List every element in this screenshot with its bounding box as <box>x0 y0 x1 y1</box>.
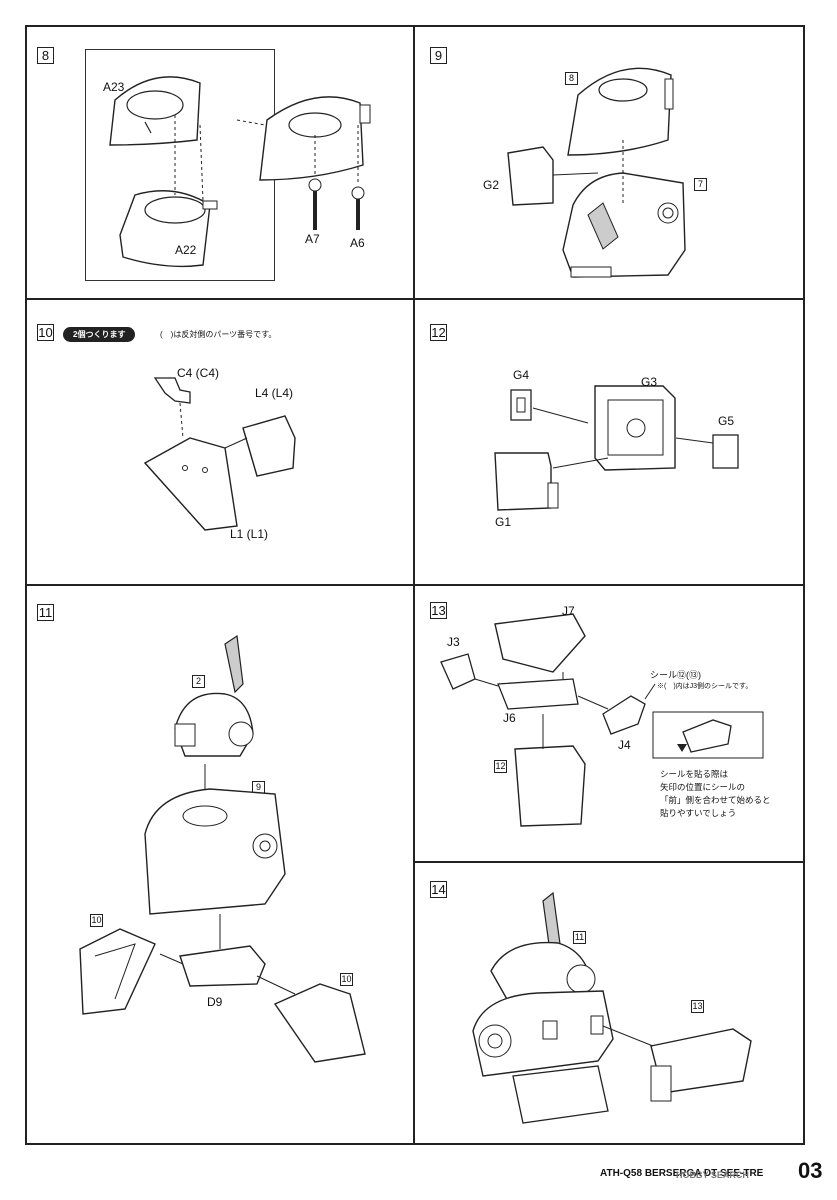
part-label: D9 <box>207 995 223 1009</box>
watermark: HOBBY SEARCH <box>676 1170 749 1180</box>
ref-step-10: 10 <box>90 914 103 927</box>
quantity-badge: 2個つくります <box>63 327 136 342</box>
step-14-illustration <box>472 891 752 1124</box>
step-13-panel: 13 12 J7 J3 J6 J4 シール⑫(⑬) ※( )内はJ3側のシールで… <box>413 584 805 861</box>
step-8-panel: 8 A23 A22 A7 A6 <box>25 25 413 298</box>
step-9-panel: 9 8 7 G2 <box>413 25 805 298</box>
part-label: G4 <box>513 368 530 382</box>
part-label: A23 <box>103 80 125 94</box>
part-label: J7 <box>562 604 575 618</box>
step-9-illustration <box>507 67 686 278</box>
ref-step-10: 10 <box>340 973 353 986</box>
ref-step-2: 2 <box>192 675 205 688</box>
step-14-panel: 14 11 13 <box>413 861 805 1145</box>
step-number: 13 <box>430 602 447 619</box>
part-label: L1 (L1) <box>230 527 269 541</box>
step-number: 14 <box>430 881 447 898</box>
step-number: 9 <box>430 47 447 64</box>
grid-divider <box>25 584 805 586</box>
step-number: 11 <box>37 604 54 621</box>
part-label: L4 (L4) <box>255 386 294 400</box>
step-13-illustration <box>440 613 764 827</box>
ref-step-7: 7 <box>694 178 707 191</box>
step-10-illustration <box>143 377 296 531</box>
ref-step-8: 8 <box>565 72 578 85</box>
grid-divider <box>413 861 805 863</box>
seal-tip-text: シールを貼る際は 矢印の位置にシールの 「前」側を合わせて始めると 貼りやすいで… <box>660 769 771 818</box>
step-number: 8 <box>37 47 54 64</box>
part-label: C4 (C4) <box>177 366 220 380</box>
part-label: J4 <box>618 738 631 752</box>
step-12-panel: 12 G4 G3 G5 G1 <box>413 298 805 584</box>
step-11-panel: 11 2 9 10 10 D9 <box>25 584 413 1145</box>
part-label: A6 <box>350 236 365 250</box>
part-label: G2 <box>483 178 500 192</box>
page-number: 03 <box>798 1158 823 1183</box>
part-label: G3 <box>641 375 658 389</box>
seal-label: シール⑫(⑬) <box>650 670 701 680</box>
grid-divider <box>25 298 805 300</box>
ref-step-12: 12 <box>494 760 507 773</box>
ref-step-11: 11 <box>573 931 586 944</box>
ref-step-13: 13 <box>691 1000 704 1013</box>
step-8-illustration <box>109 76 371 268</box>
step-12-illustration <box>494 385 739 511</box>
step-11-illustration <box>79 634 366 1063</box>
part-label: A22 <box>175 243 197 257</box>
part-label: A7 <box>305 232 320 246</box>
seal-note: ※( )内はJ3側のシールです。 <box>657 683 753 690</box>
part-label: G1 <box>495 515 512 529</box>
mirror-part-note: ( )は反対側のパーツ番号です。 <box>160 330 277 339</box>
step-number: 12 <box>430 324 447 341</box>
part-label: J6 <box>503 711 516 725</box>
part-label: G5 <box>718 414 735 428</box>
part-label: J3 <box>447 635 460 649</box>
model-title: ATH-Q58 BERSERGA DT SEE-TRE <box>600 1168 764 1179</box>
step-number: 10 <box>37 324 54 341</box>
step-10-panel: 10 2個つくります ( )は反対側のパーツ番号です。 C4 (C4) L4 (… <box>25 298 413 584</box>
